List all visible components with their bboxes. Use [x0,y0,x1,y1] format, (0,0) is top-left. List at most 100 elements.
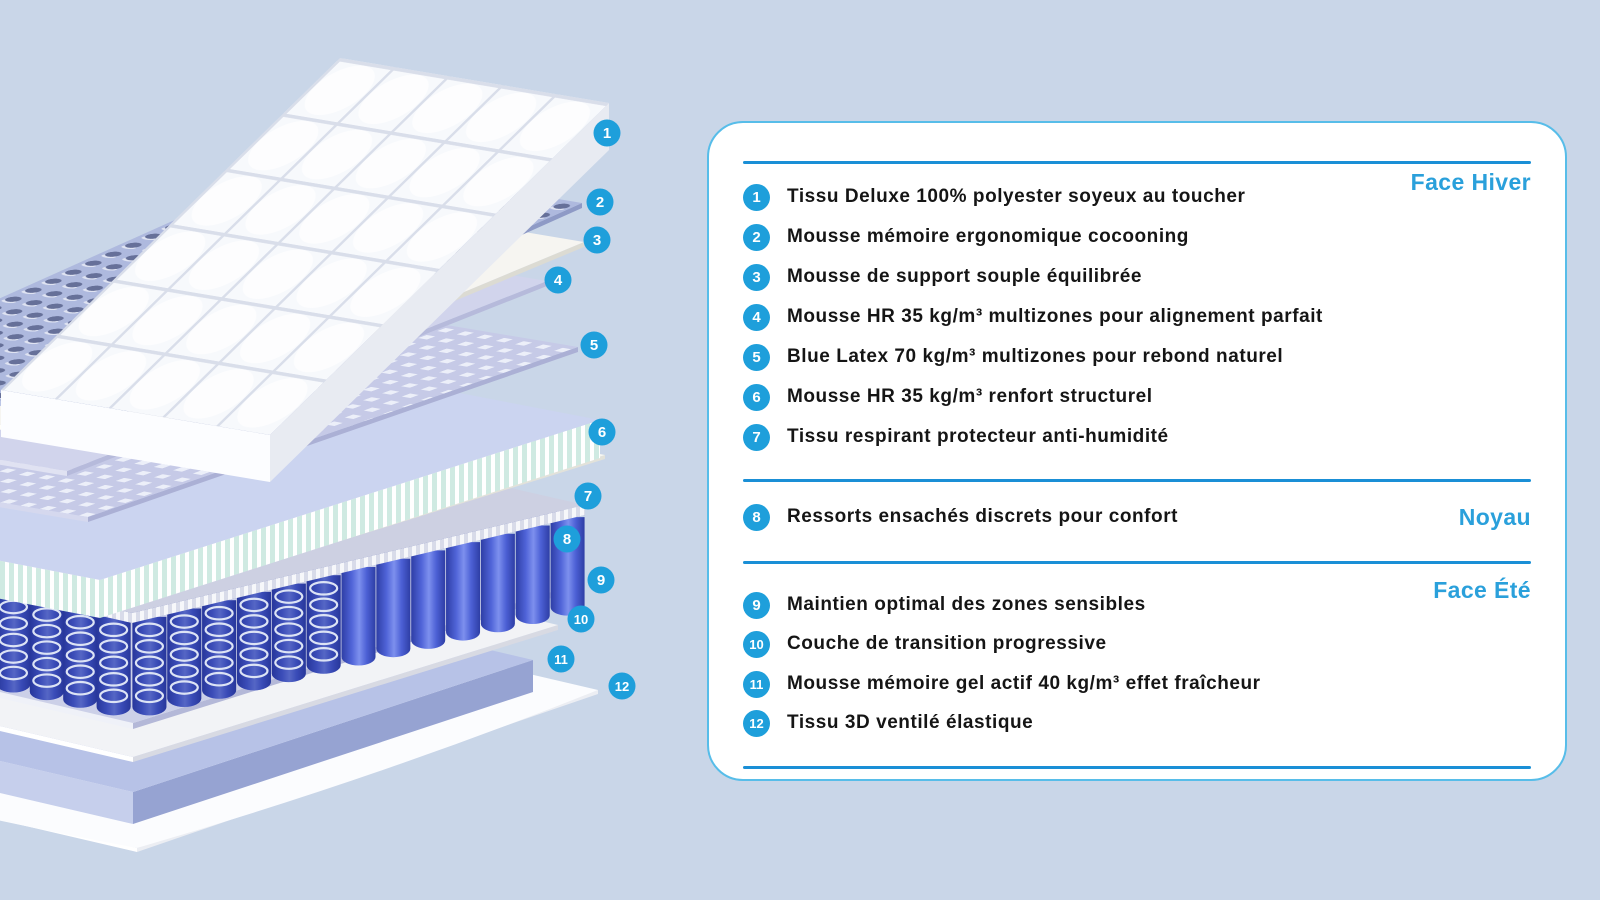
badge-number: 5 [590,337,598,354]
spring-coil-ring [0,665,29,681]
spring-coil-ring [204,638,234,654]
badge-circle [544,266,572,294]
badge-circle [608,672,636,700]
pocket-spring-cylinder [515,525,550,624]
layer-10-side-left [0,725,133,762]
spring-coil-ring [204,622,234,638]
badge-circle [583,226,611,254]
legend-badge-9: 9 [743,591,770,619]
section-header-noyau: Noyau [1458,504,1531,530]
spring-coil-ring [65,631,95,647]
section-header-face-t-: Face Été [1433,577,1531,603]
legend-badge-7: 7 [743,423,770,451]
legend-item-2: 2 Mousse mémoire ergonomique cocooning [743,217,1531,257]
spring-coil-ring [274,638,304,654]
diagram-badge-8: 8 [553,525,581,553]
legend-label-12: Tissu 3D ventilé élastique [787,712,1034,733]
spring-coil-ring [32,607,62,622]
legend-badge-2: 2 [743,223,770,251]
pocket-spring-cylinder [376,558,411,658]
legend-badge-10: 10 [743,630,770,658]
diagram-badge-9: 9 [587,566,615,594]
spring-coil-ring [134,688,165,704]
layer-1-side-left [1,390,270,482]
legend-label-9: Maintien optimal des zones sensibles [787,594,1146,615]
spring-coil-ring [274,655,304,670]
spring-coil-ring [204,605,234,621]
legend-item-9: 9 Maintien optimal des zones sensibles [743,585,1531,625]
legend-label-5: Blue Latex 70 kg/m³ multizones pour rebo… [787,346,1284,367]
badge-number: 2 [596,194,604,211]
legend-item-7: 7 Tissu respirant protecteur anti-humidit… [743,417,1531,457]
pocket-spring-cylinder [341,567,376,666]
legend-badge-8: 8 [743,503,770,531]
diagram-badge-3: 3 [583,226,611,254]
layer-9-side-left [0,691,133,729]
legend-label-6: Mousse HR 35 kg/m³ renfort structurel [787,386,1153,407]
layer-7-side-right [132,505,585,623]
spring-coil-ring [65,647,95,663]
layer-6-hr-foam-reinforcement [0,372,600,618]
layer-6-side-left [0,560,100,618]
spring-coil-ring [204,671,234,687]
spring-coil-ring [309,647,339,662]
spring-coil-ring [169,663,199,679]
badge-circle [593,119,621,147]
spring-coil-ring [239,614,269,629]
badge-circle [588,418,616,446]
badge-circle [574,482,602,510]
spring-coil-ring [99,688,129,704]
layer-6-top-face [0,372,600,580]
layer-5-side-left [0,502,88,522]
divider [743,479,1531,482]
pocket-spring-cylinder [411,550,446,649]
badge-number: 4 [554,272,563,289]
legend-badge-4: 4 [743,303,770,331]
badge-circle [553,525,581,553]
badge-number: 1 [603,125,611,142]
divider [743,766,1531,769]
legend-label-8: Ressorts ensachés discrets pour confort [787,506,1179,527]
layer-1-side-right [270,103,609,482]
spring-coil-ring [99,622,129,638]
spring-coil-ring [239,597,269,613]
spring-coil-ring [204,655,234,671]
divider [743,561,1531,564]
legend-label-7: Tissu respirant protecteur anti-humidité [787,426,1169,447]
spring-coil-ring [32,623,62,639]
badge-circle [567,605,595,633]
legend-label-2: Mousse mémoire ergonomique cocooning [787,226,1189,247]
spring-coil-ring [32,640,62,655]
badge-number: 11 [554,652,568,667]
spring-coil-ring [99,655,129,671]
spring-coil-ring [99,672,129,687]
spring-coil-ring [239,647,269,662]
legend-label-3: Mousse de support souple équilibrée [787,266,1142,287]
spring-coil-ring [274,605,304,621]
legend-label-1: Tissu Deluxe 100% polyester soyeux au to… [787,186,1246,207]
badge-circle [586,188,614,216]
badge-number: 7 [584,488,592,505]
spring-coil-ring [0,632,29,648]
spring-coil-ring [309,614,339,629]
layer-5-side-right [88,347,578,522]
pocket-spring-cylinder [446,542,481,641]
diagram-badge-1: 1 [593,119,621,147]
layer-1-quilted-deluxe-cover [1,58,609,482]
spring-coil-ring [169,680,199,695]
spring-coil-ring [274,589,304,604]
badge-circle [587,566,615,594]
layer-6-side-right [100,420,600,618]
diagram-badge-6: 6 [588,418,616,446]
spring-coil-ring [309,630,339,646]
spring-coil-ring [309,581,339,596]
diagram-badge-7: 7 [574,482,602,510]
spring-coil-ring [32,656,62,672]
